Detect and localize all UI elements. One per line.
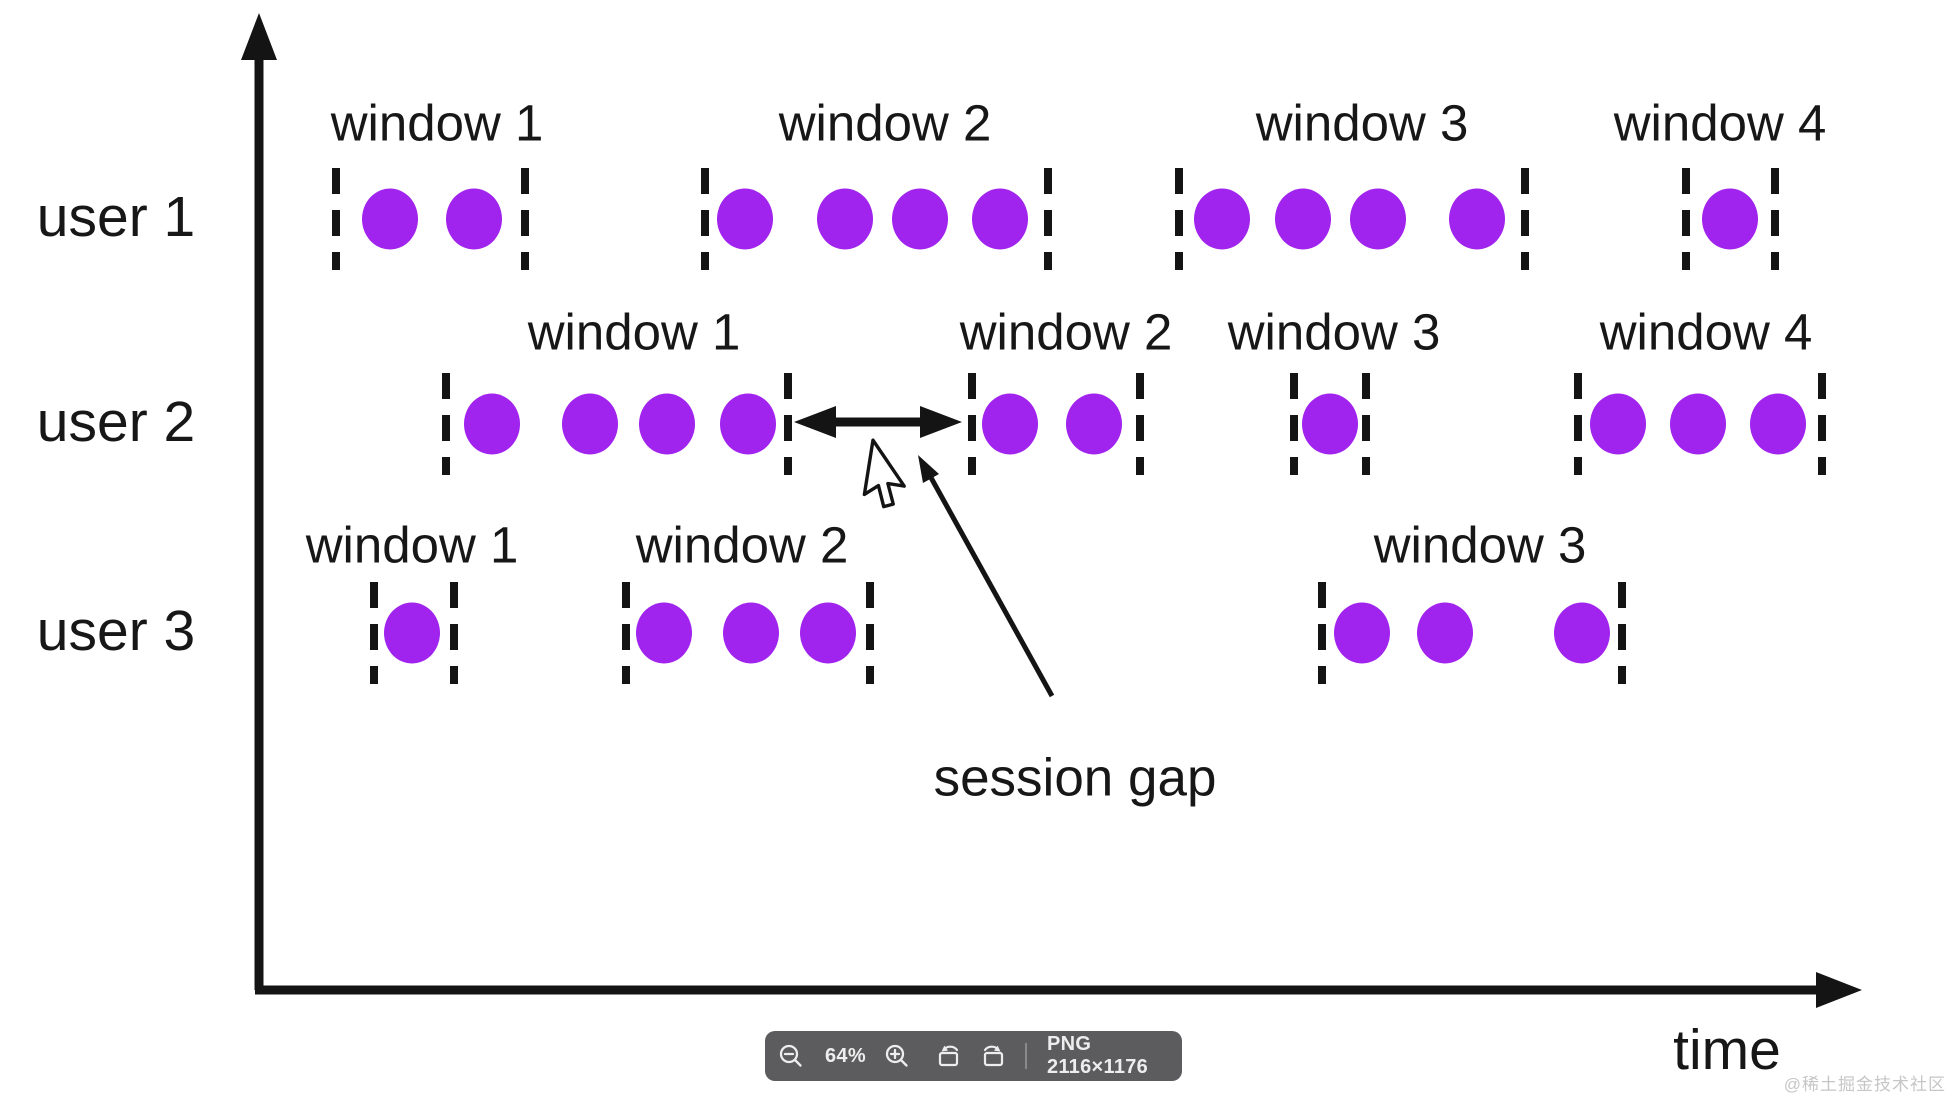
window-label: window 4	[1599, 303, 1813, 361]
event-dot	[817, 188, 873, 250]
window-label: window 1	[527, 303, 741, 361]
event-dot	[717, 188, 773, 250]
window-bracket-left	[1290, 373, 1298, 475]
event-dot	[1066, 393, 1122, 455]
window-bracket-left	[701, 168, 709, 270]
user-row-label: user 1	[36, 185, 196, 249]
event-dot	[1302, 393, 1358, 455]
window-bracket-left	[370, 582, 378, 684]
event-dot	[639, 393, 695, 455]
viewer-toolbar: 64% PNG 2116×1176	[765, 1031, 1182, 1081]
event-dot	[1554, 602, 1610, 664]
window-label: window 1	[305, 516, 519, 574]
toolbar-divider	[1024, 1043, 1027, 1069]
window-bracket-left	[1175, 168, 1183, 270]
x-axis-label: time	[1673, 1018, 1781, 1082]
window-bracket-right	[521, 168, 529, 270]
event-dot	[464, 393, 520, 455]
event-dot	[562, 393, 618, 455]
window-bracket-right	[1771, 168, 1779, 270]
event-dot	[972, 188, 1028, 250]
window-label: window 4	[1613, 94, 1827, 152]
window-bracket-right	[1362, 373, 1370, 475]
event-dot	[1750, 393, 1806, 455]
event-dot	[1275, 188, 1331, 250]
window-bracket-left	[622, 582, 630, 684]
event-dot	[446, 188, 502, 250]
event-dot	[362, 188, 418, 250]
user-row-label: user 3	[36, 599, 196, 663]
window-bracket-right	[1618, 582, 1626, 684]
event-dot	[720, 393, 776, 455]
window-label: window 3	[1373, 516, 1587, 574]
window-bracket-right	[450, 582, 458, 684]
event-dot	[723, 602, 779, 664]
window-label: window 1	[330, 94, 544, 152]
event-dot	[1590, 393, 1646, 455]
window-label: window 2	[959, 303, 1173, 361]
image-file-info: PNG 2116×1176	[1046, 1033, 1149, 1078]
event-dot	[1449, 188, 1505, 250]
window-label: window 3	[1255, 94, 1469, 152]
event-dot	[384, 602, 440, 664]
zoom-level: 64%	[825, 1044, 866, 1067]
window-label: window 3	[1227, 303, 1441, 361]
rotate-right-button[interactable]	[979, 1042, 1007, 1070]
window-bracket-left	[968, 373, 976, 475]
event-dot	[1334, 602, 1390, 664]
event-dot	[1417, 602, 1473, 664]
window-bracket-left	[1318, 582, 1326, 684]
window-bracket-left	[1682, 168, 1690, 270]
event-dot	[1194, 188, 1250, 250]
event-dot	[892, 188, 948, 250]
window-bracket-left	[442, 373, 450, 475]
window-bracket-right	[866, 582, 874, 684]
window-bracket-right	[1044, 168, 1052, 270]
user-row-label: user 2	[36, 390, 196, 454]
event-dot	[1350, 188, 1406, 250]
event-dot	[1670, 393, 1726, 455]
event-dot	[800, 602, 856, 664]
site-watermark: @稀土掘金技术社区	[1783, 1075, 1946, 1094]
event-dot	[982, 393, 1038, 455]
window-label: window 2	[778, 94, 992, 152]
event-dot	[1702, 188, 1758, 250]
zoom-out-button[interactable]	[777, 1042, 805, 1070]
rotate-left-button[interactable]	[935, 1042, 963, 1070]
window-bracket-left	[1574, 373, 1582, 475]
window-bracket-right	[1818, 373, 1826, 475]
window-bracket-right	[784, 373, 792, 475]
window-bracket-right	[1136, 373, 1144, 475]
window-bracket-left	[332, 168, 340, 270]
event-dot	[636, 602, 692, 664]
session-gap-label: session gap	[933, 748, 1217, 808]
zoom-in-button[interactable]	[883, 1042, 911, 1070]
window-label: window 2	[635, 516, 849, 574]
window-bracket-right	[1521, 168, 1529, 270]
